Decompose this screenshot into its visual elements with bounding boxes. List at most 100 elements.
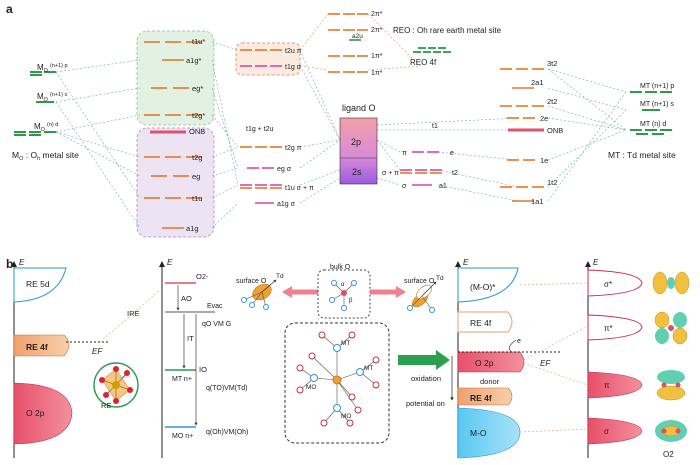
oh-mo-levels (144, 41, 202, 229)
right-mo-label: M-O (470, 428, 487, 438)
left-re4f-band (13, 334, 70, 357)
svg-text:a1g*: a1g* (186, 56, 202, 65)
svg-text:1t2: 1t2 (547, 178, 557, 187)
oxidation-label: oxidation (411, 374, 441, 383)
lattice-metal-atoms (310, 344, 364, 412)
orbital-pi-star-lobes (654, 311, 688, 345)
panel-b-label: b (6, 257, 13, 271)
pi-band (587, 371, 643, 399)
q-vm-label: qO VM G (202, 321, 231, 328)
right-mo-star-band (457, 267, 519, 303)
left-o2p-label: O 2p (26, 408, 45, 418)
q-td-label: q(TO)VM(Td) (206, 385, 247, 392)
oh-bonding-box (136, 127, 215, 238)
bulk-o-label: bulk O (330, 264, 351, 271)
right-re4f-top-label: RE 4f (470, 318, 492, 328)
svg-text:σ + π: σ + π (382, 170, 399, 177)
io-label: IO (199, 365, 207, 374)
surface-o-right-label: surface O (404, 278, 435, 285)
svg-text:Td: Td (276, 273, 284, 280)
svg-text:a1: a1 (439, 183, 447, 190)
td-metal-labels: MT (n+1) p MT (n+1) s MT (n) d (640, 83, 674, 128)
left-e-label: E (19, 258, 25, 267)
svg-text:MT: MT (364, 365, 373, 372)
orbital-e-label: E (593, 258, 599, 267)
ligand-box (339, 117, 378, 185)
svg-text:t2g: t2g (192, 153, 202, 162)
svg-text:ONB: ONB (189, 127, 205, 136)
right-o2p-label: O 2p (475, 358, 494, 368)
sigma-star-label: σ* (604, 280, 612, 289)
svg-text:t2g π: t2g π (285, 145, 302, 152)
svg-text:t2g*: t2g* (192, 111, 205, 120)
right-electron-arrow (508, 339, 517, 353)
svg-text:π: π (402, 150, 407, 157)
middle-e-label: E (167, 258, 173, 267)
right-re4f-label: RE 4f (470, 393, 492, 403)
svg-text:t1u: t1u (192, 194, 202, 203)
process-arrow (398, 350, 450, 370)
oh-ligand-group-box (235, 42, 301, 76)
td-ligand-labels: π e σ + π t2 σ a1 t1 (382, 123, 458, 190)
right-electron-label: e (517, 338, 521, 345)
svg-text:2a1: 2a1 (531, 78, 544, 87)
td-mo-labels: 3t2 2a1 2t2 2e ONB 1e 1t2 1a1 (531, 59, 563, 206)
svg-text:t1: t1 (432, 123, 438, 130)
oh-ligand-labels: t2u π t1g σ t1g + t2u t2g π eg σ t1u σ +… (246, 48, 314, 208)
orbital-pi-lobes (656, 370, 686, 401)
svg-text:1a1: 1a1 (531, 197, 544, 206)
lattice-center-o (332, 375, 342, 385)
svg-text:1π*: 1π* (371, 53, 383, 60)
surface-o-left: Td (241, 273, 284, 310)
q-oh-label: q(Oh)VM(Oh) (206, 429, 248, 436)
panel-a-label: a (6, 2, 13, 16)
td-site-caption: MT : Td metal site (608, 150, 676, 160)
svg-text:σ: σ (402, 183, 407, 190)
correlation-lines-a (55, 41, 627, 229)
right-re4f-top-band (457, 311, 513, 333)
o2-label: O2 (663, 450, 674, 459)
surface-o-right: Td (407, 275, 444, 313)
bulk-alpha: α (341, 282, 345, 288)
re-ion-label: RE (101, 401, 111, 410)
arrow-left-head (282, 286, 292, 298)
svg-text:MO: MO (341, 413, 351, 420)
o2minus-label: O2- (196, 272, 209, 281)
oh-site-caption: MO : Oh metal site (12, 150, 79, 162)
svg-text:3t2: 3t2 (547, 59, 557, 68)
pi-star-label: π* (604, 324, 613, 333)
left-re4f-label: RE 4f (26, 342, 48, 352)
oh-mo-labels: t1u* a1g* eg* t2g* ONB t2g eg t1u a1g (186, 37, 205, 233)
svg-text:eg: eg (192, 172, 200, 181)
left-ire-label: IRE (127, 309, 140, 318)
ligand-title: ligand O (342, 103, 376, 113)
sigma-band (587, 417, 643, 445)
td-metal-levels (630, 91, 672, 135)
svg-text:t1g σ: t1g σ (285, 64, 302, 71)
correlation-lines-b (519, 282, 589, 433)
right-e-label: E (463, 258, 469, 267)
right-re4f-band (457, 387, 513, 406)
orbital-sigma-star-lobes (652, 271, 690, 295)
left-re5d-label: RE 5d (26, 279, 50, 289)
potential-label: potential on (406, 399, 445, 408)
oh-nd-label: MO(n) d (34, 122, 58, 133)
left-ef-label: EF (92, 347, 103, 356)
left-o2p-band (13, 382, 73, 445)
td-mo-levels (500, 68, 544, 202)
svg-text:MT (n+1) p: MT (n+1) p (640, 83, 674, 90)
svg-text:2π*: 2π* (371, 11, 383, 18)
svg-text:eg*: eg* (192, 84, 203, 93)
right-donor-label: donor (480, 377, 500, 386)
surface-o-left-label: surface O (236, 278, 267, 285)
bulk-o-center (341, 290, 347, 296)
svg-text:2t2: 2t2 (547, 97, 557, 106)
svg-text:MT (n) d: MT (n) d (640, 121, 666, 128)
svg-text:t1g + t2u: t1g + t2u (246, 126, 274, 133)
oh-metal-levels (14, 71, 56, 136)
re-4f-label: REO 4f (410, 58, 437, 67)
it-label: IT (187, 334, 194, 343)
left-re5d-band (13, 267, 67, 303)
svg-text:t1u*: t1u* (192, 37, 205, 46)
